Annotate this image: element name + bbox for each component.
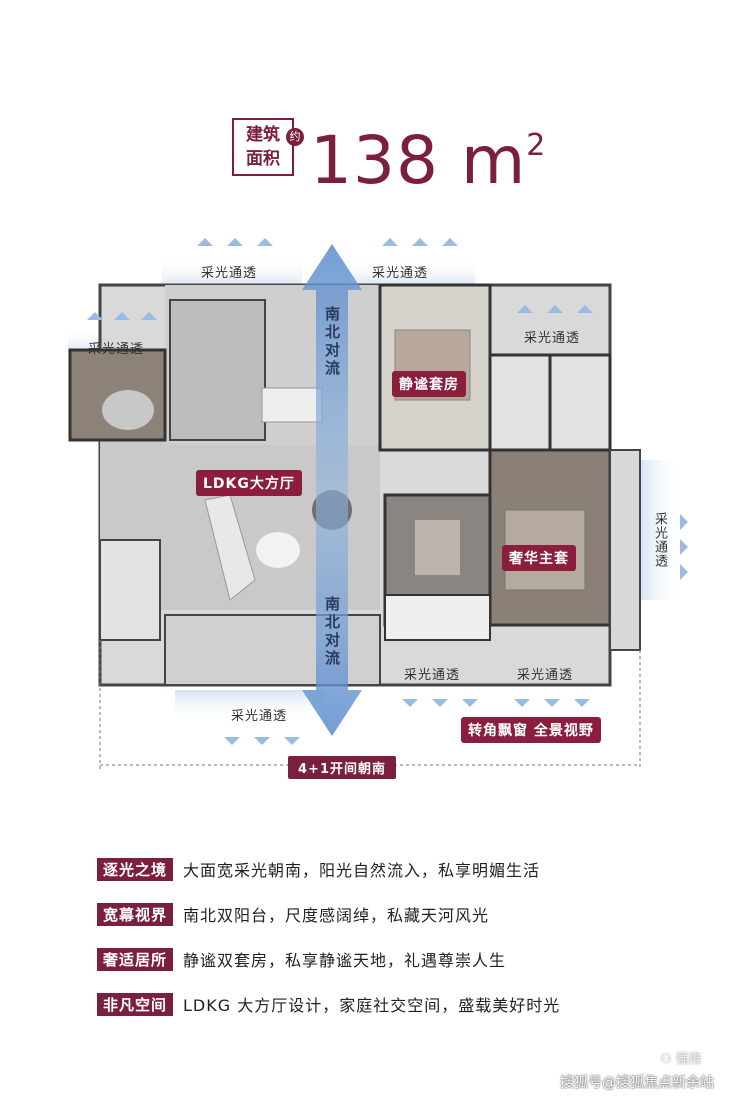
light-arrow [577,305,593,313]
light-label-right-top: 采光通透 [524,331,581,346]
feature-tag: 非凡空间 [97,992,174,1016]
feature-text: 大面宽采光朝南，阳光自然流入，私享明媚生活 [183,861,541,880]
light-arrow [254,737,270,745]
room-tag-ldkg: LDKG大方厅 [196,470,302,496]
light-label-top-left: 采光通透 [201,266,258,281]
left-room-table [102,390,154,430]
area-value: 138 m2 [310,106,546,201]
coffee-table [256,532,300,568]
light-arrow [114,312,130,320]
feature-row: 奢适居所 静谧双套房，私享静谧天地，礼遇尊崇人生 [97,947,697,971]
right-bath-2 [548,353,612,452]
middle-room-bed [415,520,460,575]
corner-window [609,449,641,651]
light-label-bottom-right: 采光通透 [517,668,574,683]
light-arrow [462,699,478,707]
light-arrow [547,305,563,313]
area-label-line1: 建筑 [246,125,280,145]
watermark-small: ⚇ 强推 [660,1052,702,1067]
feature-list: 逐光之境 大面宽采光朝南，阳光自然流入，私享明媚生活 宽幕视界 南北双阳台，尺度… [97,857,697,1037]
right-bath-1 [488,353,552,452]
light-arrow [382,238,398,246]
light-halo-right [640,460,680,600]
light-arrow [680,564,688,580]
room-tag-master-suite: 奢华主套 [502,545,576,571]
light-halo-top-mid [345,258,475,288]
north-south-arrow [302,244,362,736]
feature-tag: 奢适居所 [97,947,174,971]
area-label-box: 建筑 面积 [232,118,294,176]
approx-badge: 约 [286,128,304,146]
feature-text: 南北双阳台，尺度感阔绰，私藏天河风光 [183,906,490,925]
light-halo-bottom-left [175,690,325,720]
south-facing-tag: 4+1开间朝南 [288,756,396,779]
light-arrow [227,238,243,246]
feature-row: 逐光之境 大面宽采光朝南，阳光自然流入，私享明媚生活 [97,857,697,881]
feature-text: 静谧双套房，私享静谧天地，礼遇尊崇人生 [183,951,507,970]
light-arrow [197,238,213,246]
light-arrow [574,699,590,707]
light-label-right: 采光通透 [652,512,667,568]
feature-tag: 逐光之境 [97,857,174,881]
area-label-line2: 面积 [246,149,280,169]
area-unit: m [460,122,527,199]
light-label-left: 采光通透 [88,342,145,357]
watermark: 搜狐号@搜狐焦点新余站 [560,1075,714,1091]
light-arrow [87,312,103,320]
dining-table [261,387,323,423]
light-arrows [87,238,688,745]
middle-room-balcony [384,594,491,641]
light-label-bottom-left: 采光通透 [231,709,288,724]
light-arrow [284,737,300,745]
area-exponent: 2 [526,128,547,163]
area-number: 138 [310,122,439,199]
feature-tag: 宽幕视界 [97,902,174,926]
light-arrow [224,737,240,745]
left-bath [99,539,161,641]
light-arrow [412,238,428,246]
light-label-bottom-mid: 采光通透 [404,668,461,683]
light-arrow [432,699,448,707]
light-arrow [544,699,560,707]
light-arrow [442,238,458,246]
light-arrow [680,514,688,530]
floor-plan-drawing [68,238,688,770]
light-label-top-mid: 采光通透 [372,266,429,281]
kitchen [169,299,266,441]
flow-label-north: 南北对流 [323,306,341,378]
flow-label-south: 南北对流 [323,596,341,668]
light-arrow [680,539,688,555]
feature-row: 宽幕视界 南北双阳台，尺度感阔绰，私藏天河风光 [97,902,697,926]
light-arrow [257,238,273,246]
light-halo-top-left [162,258,302,288]
floor-plan: 采光通透 采光通透 采光通透 采光通透 采光通透 采光通透 采光通透 采光通透 … [68,238,688,779]
room-tag-quiet-suite: 静谧套房 [392,371,466,397]
light-arrow [517,305,533,313]
sofa [204,494,256,601]
feature-text: LDKG 大方厅设计，家庭社交空间，盛载美好时光 [183,996,561,1015]
light-arrow [514,699,530,707]
corner-window-tag: 转角飘窗 全景视野 [461,717,601,743]
light-arrow [402,699,418,707]
feature-row: 非凡空间 LDKG 大方厅设计，家庭社交空间，盛载美好时光 [97,992,697,1016]
light-arrow [141,312,157,320]
